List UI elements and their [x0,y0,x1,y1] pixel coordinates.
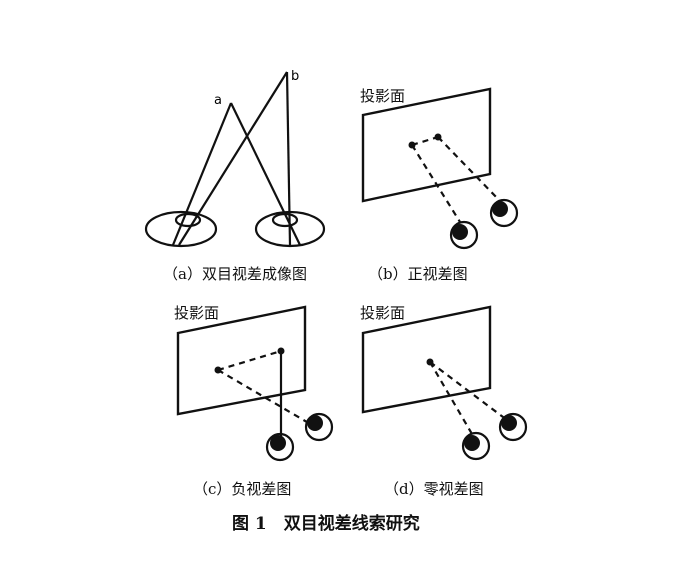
panel-b-caption: （b）正视差图 [368,265,468,283]
panel-d: 投影面 （d）零视差图 [360,304,528,498]
projection-plane-label: 投影面 [360,87,405,105]
panel-b: 投影面 （b）正视差图 [360,87,519,283]
left-eye [449,220,479,250]
left-eye [461,431,491,461]
right-eye [498,412,528,442]
sight-line-right [429,361,508,421]
point-b-label: b [291,69,299,84]
left-eye [144,210,218,248]
right-eye [304,412,334,442]
panel-a-caption: （a）双目视差成像图 [163,265,307,283]
projection-plane [176,305,307,416]
sight-line-left-b [178,71,288,246]
image-point-left [214,366,222,374]
panel-a: a b （a）双目视差成像图 [144,69,326,283]
panel-c: 投影面 （c）负视差图 [174,304,334,498]
projection-plane [361,87,492,203]
sight-line-right-b [285,71,292,246]
figure-caption: 图 1 双目视差线索研究 [232,513,420,534]
image-point-right [434,133,442,141]
sight-line-right [437,136,501,202]
sight-line-left [411,144,461,223]
projection-plane-label: 投影面 [360,304,405,322]
sight-line-left-a [171,102,233,246]
panel-d-caption: （d）零视差图 [384,480,484,498]
projection-plane-label: 投影面 [174,304,219,322]
point-a-label: a [214,93,222,108]
image-point-left [408,141,416,149]
disparity-dash [411,135,439,147]
image-point [426,358,434,366]
sight-line-left [429,361,473,435]
projection-plane [361,305,492,414]
image-point-right [277,347,285,355]
left-eye [265,432,295,462]
right-eye [489,198,519,228]
sight-line-right [217,369,313,426]
panel-c-caption: （c）负视差图 [193,480,291,498]
